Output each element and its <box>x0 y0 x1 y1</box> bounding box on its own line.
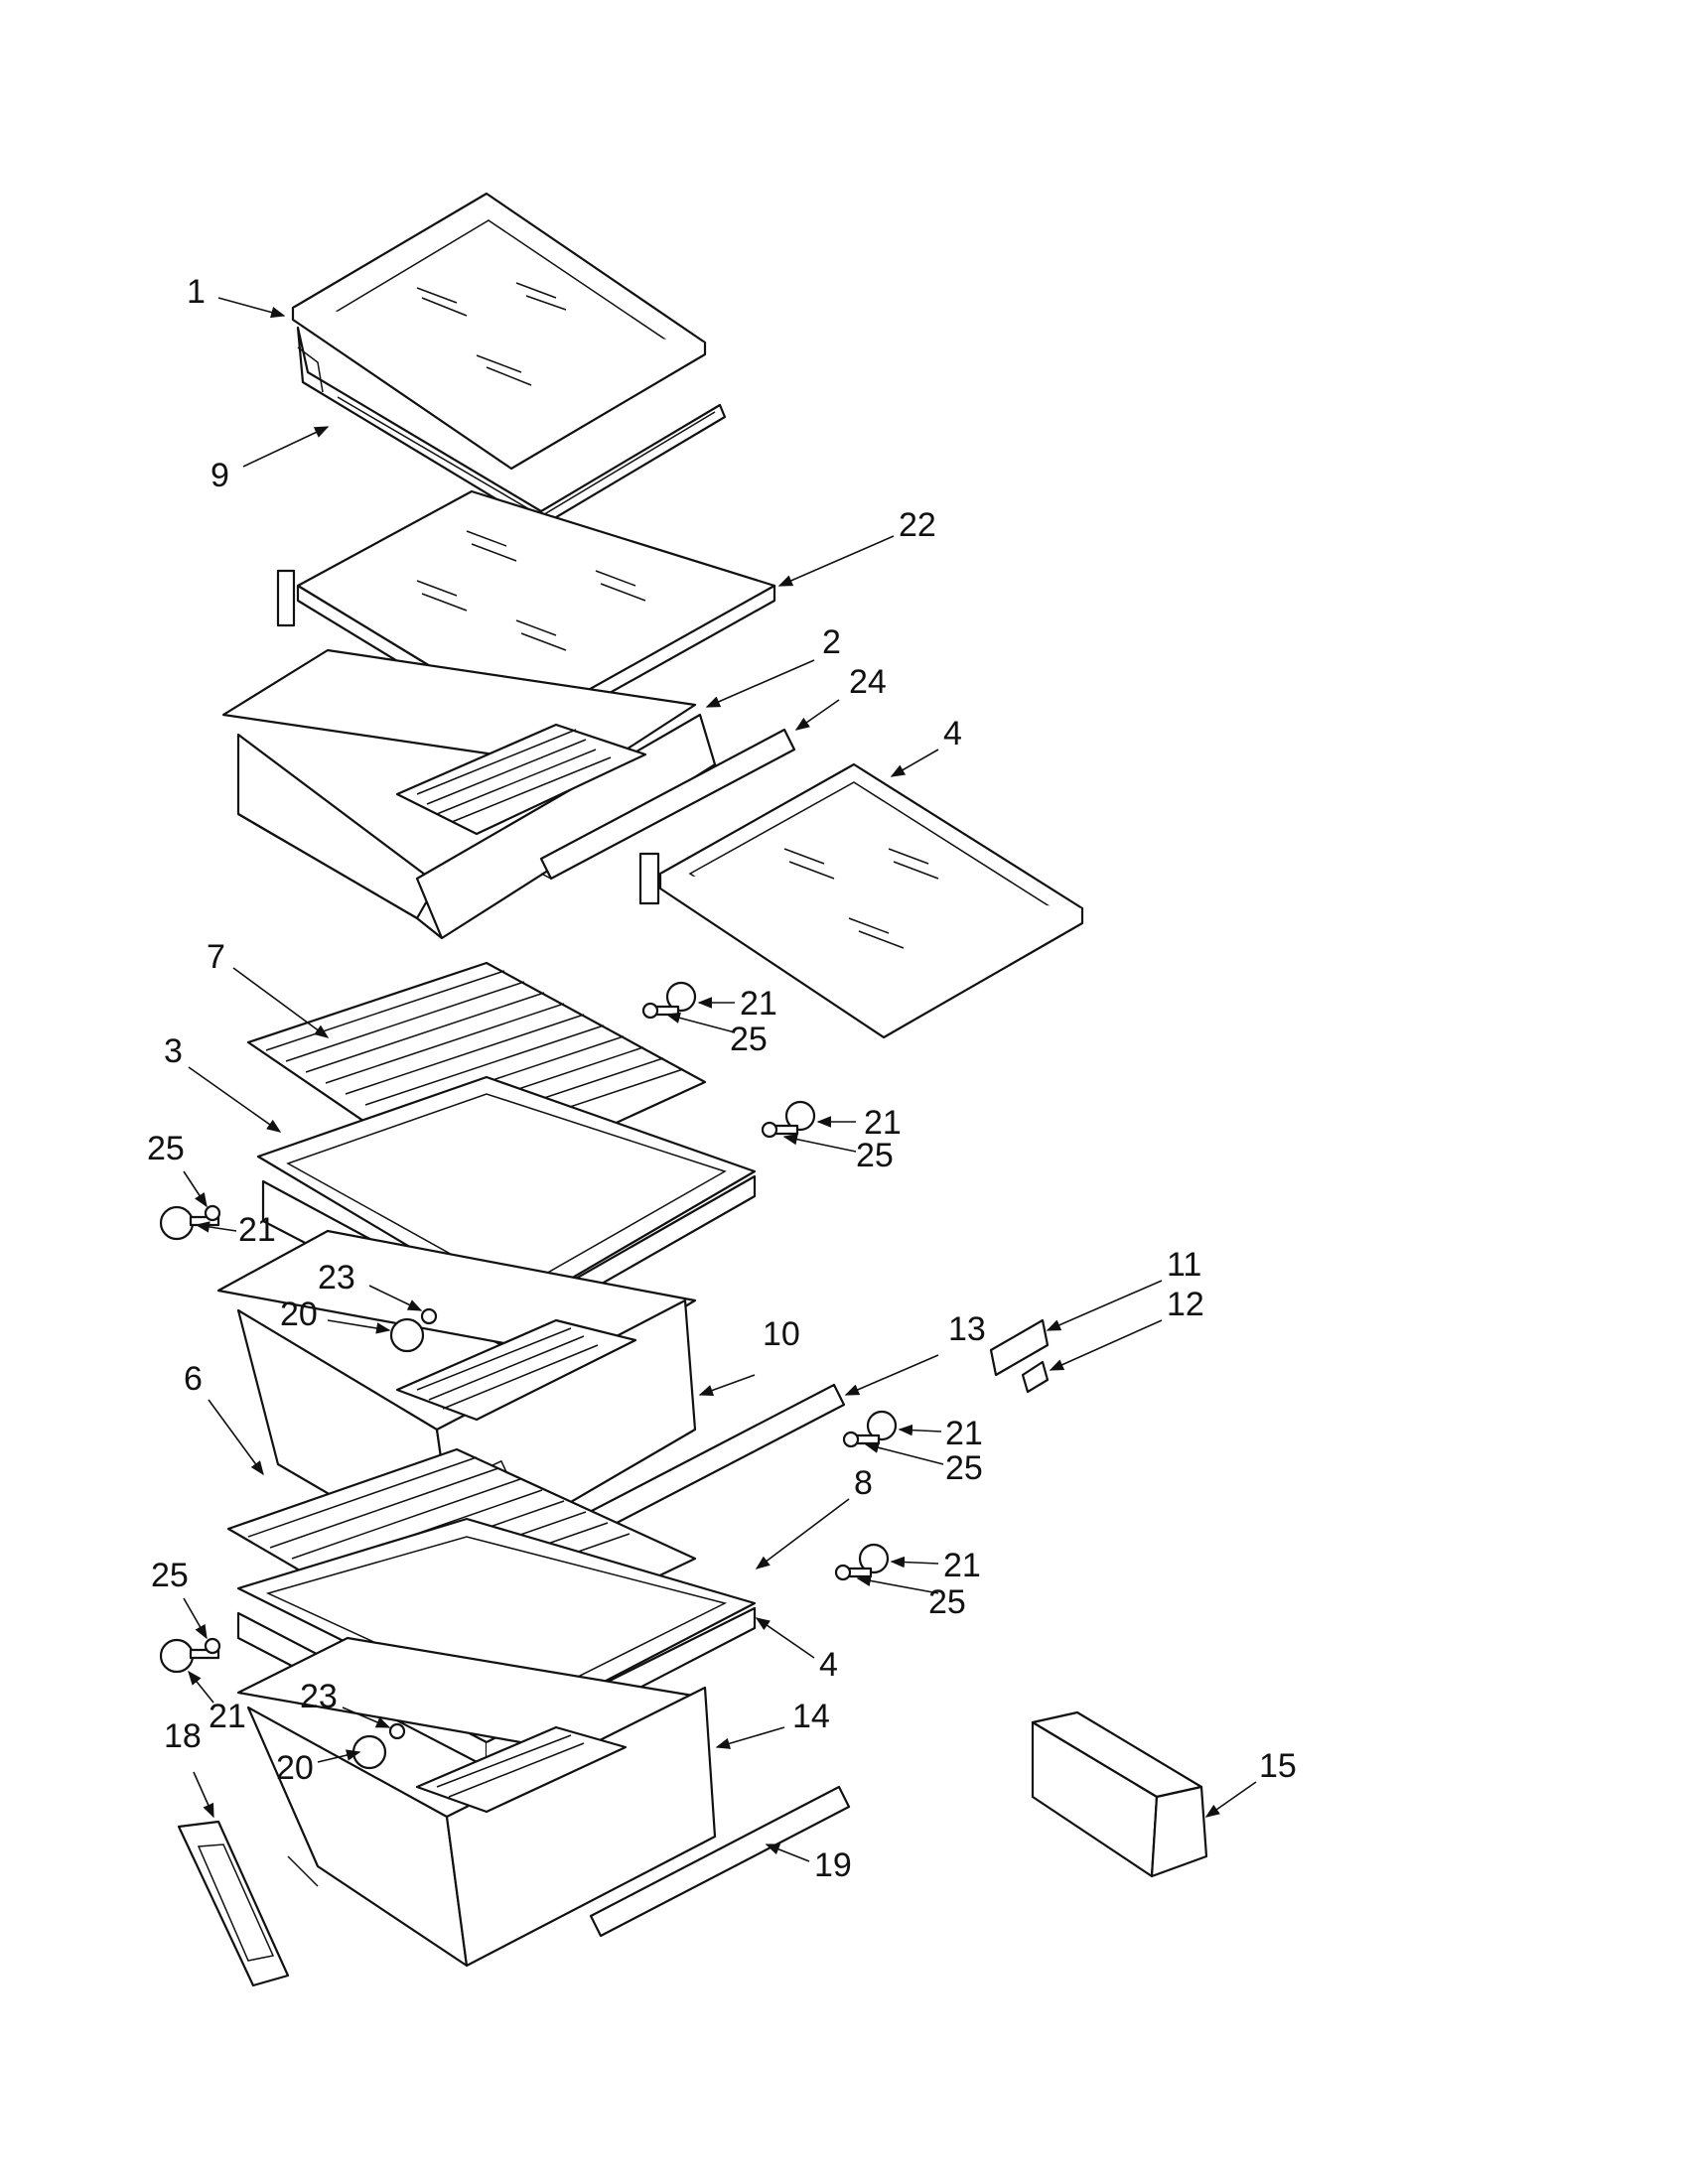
fastener-21-25-a <box>641 981 697 1020</box>
callout-21: 21 <box>740 985 777 1023</box>
callout-25: 25 <box>945 1449 983 1487</box>
callout-18: 18 <box>164 1717 202 1755</box>
callout-1: 1 <box>187 273 206 311</box>
fastener-21-25-f <box>159 1637 221 1674</box>
part-11-bracket <box>989 1318 1050 1377</box>
callout-22: 22 <box>899 506 936 544</box>
callout-6: 6 <box>184 1360 203 1398</box>
callout-20: 20 <box>276 1749 314 1787</box>
callout-20: 20 <box>280 1296 318 1333</box>
part-14-lower-crisper <box>236 1636 717 1968</box>
part-22-glass-shelf <box>276 489 776 742</box>
fastener-21-25-e <box>834 1543 890 1581</box>
callout-8: 8 <box>854 1464 873 1502</box>
callout-23: 23 <box>300 1678 338 1715</box>
part-19-trim-strip <box>589 1785 851 1938</box>
callout-21: 21 <box>864 1104 902 1142</box>
callout-25: 25 <box>928 1583 966 1621</box>
callout-14: 14 <box>792 1698 830 1735</box>
part-2-upper-crisper <box>221 648 717 940</box>
fastener-20-23-b <box>351 1722 406 1770</box>
fastener-20-23-a <box>389 1307 438 1353</box>
callout-24: 24 <box>849 663 887 701</box>
callout-2: 2 <box>822 623 841 661</box>
part-4-glass-shelf-upper <box>638 762 1084 1039</box>
callout-21: 21 <box>943 1547 981 1584</box>
callout-3: 3 <box>164 1032 183 1070</box>
callout-19: 19 <box>814 1846 852 1884</box>
callout-7: 7 <box>207 938 225 976</box>
callout-11: 11 <box>1167 1246 1201 1284</box>
callout-labels: 1 9 22 2 24 4 7 21 25 3 21 25 25 21 23 2… <box>147 273 1297 1884</box>
fastener-21-25-b <box>761 1100 816 1139</box>
part-12-clip <box>1021 1360 1050 1394</box>
callout-25: 25 <box>147 1130 185 1167</box>
part-1-glass-shelf <box>291 192 707 471</box>
part-24-trim-strip <box>539 728 796 881</box>
callout-25: 25 <box>730 1021 768 1058</box>
callout-4: 4 <box>943 715 962 752</box>
callout-12: 12 <box>1167 1286 1204 1323</box>
callout-25: 25 <box>856 1137 894 1174</box>
part-18-label-holder <box>177 1820 319 1987</box>
callout-21: 21 <box>238 1211 276 1249</box>
leader-arrows <box>183 297 1257 1862</box>
fastener-21-25-c <box>159 1204 221 1241</box>
callout-10: 10 <box>763 1315 800 1353</box>
fasteners <box>159 981 898 1770</box>
callout-25: 25 <box>151 1557 189 1594</box>
callout-9: 9 <box>210 457 229 494</box>
callout-23: 23 <box>318 1259 355 1297</box>
callout-21: 21 <box>945 1415 983 1452</box>
part-15-dairy-bin <box>1031 1710 1208 1878</box>
callout-21: 21 <box>209 1698 246 1735</box>
callout-13: 13 <box>948 1310 986 1348</box>
callout-4: 4 <box>819 1646 838 1684</box>
fastener-21-25-d <box>842 1410 898 1448</box>
callout-15: 15 <box>1259 1747 1297 1785</box>
